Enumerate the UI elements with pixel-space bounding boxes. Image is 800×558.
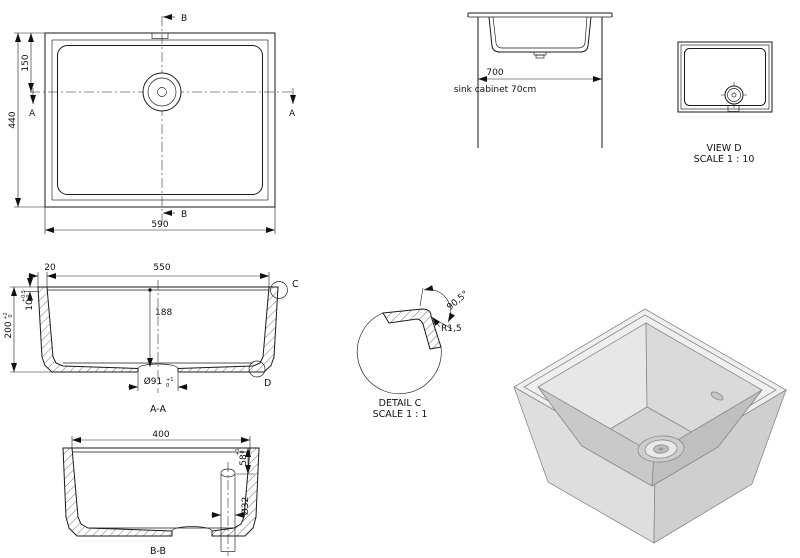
bb-dim-400: 400 xyxy=(152,430,169,440)
svg-text:+0,5: +0,5 xyxy=(21,290,27,302)
svg-text:0: 0 xyxy=(240,450,246,453)
detail-c: 90,5° R1,5 DETAIL C SCALE 1 : 1 xyxy=(356,285,471,420)
front-dim-700: 700 xyxy=(486,68,503,78)
bb-right-wall xyxy=(211,447,260,537)
section-a-label-left: A xyxy=(29,109,36,119)
aa-detail-c-letter: C xyxy=(292,279,299,290)
bb-dim-32: Ø32 xyxy=(240,497,251,516)
plan-dimensions: 440 150 590 xyxy=(8,32,276,234)
front-sink-inner xyxy=(492,16,588,49)
iso-drain xyxy=(637,435,685,463)
aa-detail-c-circle xyxy=(270,281,288,299)
front-dimensions: 700 sink cabinet 70cm xyxy=(454,68,602,95)
aa-detail-d-circle xyxy=(248,360,266,378)
detail-c-boundary xyxy=(356,312,442,395)
detail-c-radius: R1,5 xyxy=(441,324,462,334)
plan-dim-440: 440 xyxy=(8,111,18,128)
detail-c-wall-section xyxy=(382,308,442,350)
bb-left-wall xyxy=(62,447,173,537)
aa-dimensions: 20 550 200 +2 0 10 +0,5 0 188 Ø91 +1 0 xyxy=(3,263,270,391)
svg-text:+1: +1 xyxy=(235,448,241,455)
plan-view: B B A A 440 150 590 xyxy=(8,14,296,234)
svg-text:+1: +1 xyxy=(166,377,173,383)
view-d: VIEW D SCALE 1 : 10 xyxy=(677,41,773,165)
section-bb: 400 58 +1 0 Ø32 B-B xyxy=(62,430,260,557)
iso-bowl-front-right-wall xyxy=(651,389,763,487)
detail-c-scale: SCALE 1 : 1 xyxy=(373,409,428,420)
view-d-title: VIEW D xyxy=(706,143,741,154)
detail-c-title: DETAIL C xyxy=(379,398,422,409)
aa-right-wall xyxy=(177,286,279,373)
plan-bowl-edge xyxy=(57,45,263,195)
section-b-label-top: B xyxy=(181,14,187,24)
front-sink-outer xyxy=(488,16,592,53)
cabinet-note: sink cabinet 70cm xyxy=(454,85,536,95)
bb-view-label: B-B xyxy=(150,546,166,557)
view-d-scale: SCALE 1 : 10 xyxy=(694,154,755,165)
svg-text:0: 0 xyxy=(26,294,32,297)
aa-view-label: A-A xyxy=(150,404,167,415)
iso-overflow-hole xyxy=(710,391,724,401)
aa-depth-reference-dot xyxy=(148,288,152,292)
aa-dim-10: 10 xyxy=(25,299,35,311)
plan-drain xyxy=(142,72,182,112)
bb-dimensions: 400 58 +1 0 Ø32 xyxy=(71,430,255,518)
bb-dim-58: 58 xyxy=(239,454,249,466)
svg-text:+2: +2 xyxy=(3,312,9,319)
aa-dim-drain: Ø91 xyxy=(144,376,163,387)
aa-dim-20: 20 xyxy=(44,263,56,273)
plan-overflow-slot xyxy=(151,32,169,39)
plan-dim-590: 590 xyxy=(151,220,168,230)
isometric-view xyxy=(513,308,787,544)
aa-left-wall xyxy=(37,286,139,373)
section-b-label-bottom: B xyxy=(181,210,187,220)
section-a-label-right: A xyxy=(289,109,296,119)
aa-detail-d-letter: D xyxy=(264,378,271,389)
plan-dim-150: 150 xyxy=(21,54,31,71)
aa-dim-550: 550 xyxy=(153,263,170,273)
view-d-overflow-slot xyxy=(727,105,740,112)
aa-dim-188: 188 xyxy=(155,308,172,318)
detail-c-angle-arc xyxy=(423,285,455,323)
svg-text:0: 0 xyxy=(166,383,169,389)
detail-c-angle: 90,5° xyxy=(445,289,470,312)
svg-text:0: 0 xyxy=(8,314,14,317)
aa-dim-200: 200 xyxy=(4,321,14,338)
front-view: 700 sink cabinet 70cm xyxy=(454,12,613,148)
view-d-drain xyxy=(721,82,747,108)
section-aa: 20 550 200 +2 0 10 +0,5 0 188 Ø91 +1 0 xyxy=(3,263,299,415)
